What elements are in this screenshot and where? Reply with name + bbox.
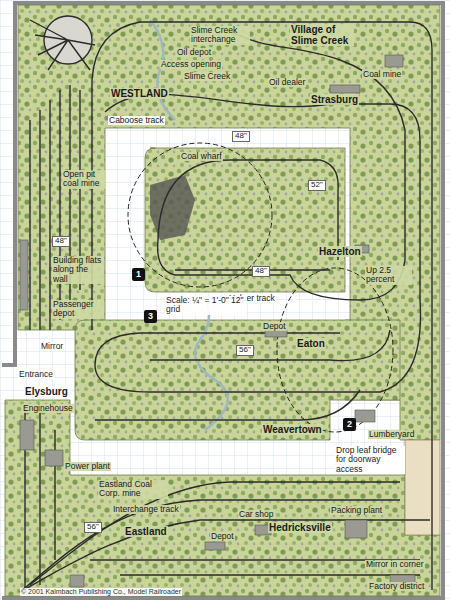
place-label: Mirror bbox=[40, 342, 64, 351]
place-label: Depot bbox=[210, 532, 235, 541]
dimension-label: 48" bbox=[232, 131, 250, 142]
place-label: Coal mine bbox=[362, 70, 402, 79]
callout-number: 3 bbox=[144, 310, 157, 323]
town-name: Hazelton bbox=[318, 246, 362, 257]
dimension-label: 56" bbox=[236, 345, 254, 356]
place-label: Drop leaf bridge for doorway access bbox=[335, 446, 405, 474]
dimension-label: 48" bbox=[252, 266, 270, 277]
town-name: Weavertown bbox=[262, 424, 323, 435]
town-name: Village of Slime Creek bbox=[290, 24, 354, 46]
place-label: Oil depot bbox=[176, 48, 212, 57]
place-label: Interchange track bbox=[112, 505, 180, 514]
place-label: Up 2.5 percent bbox=[365, 266, 412, 285]
place-label: Slime Creek bbox=[183, 72, 231, 81]
place-label: Depot bbox=[262, 322, 287, 331]
town-name: Hedricksville bbox=[268, 522, 332, 533]
place-label: Building flats along the wall bbox=[52, 256, 104, 284]
place-label: Car shop bbox=[238, 510, 275, 519]
place-label: Factory district bbox=[368, 582, 425, 591]
town-name: Strasburg bbox=[310, 94, 359, 105]
place-label: Scale: ¼" = 1'-0" 12" grid bbox=[165, 296, 247, 315]
place-label: Open pit coal mine bbox=[62, 170, 106, 189]
place-label: Access opening bbox=[160, 60, 222, 69]
place-label: Slime Creek interchange bbox=[190, 26, 250, 45]
place-label: Passenger depot bbox=[52, 300, 104, 319]
place-label: Entrance bbox=[18, 370, 54, 379]
callout-number: 1 bbox=[132, 268, 145, 281]
place-label: Oil dealer bbox=[268, 78, 306, 87]
dimension-label: 56" bbox=[84, 522, 102, 533]
dimension-label: 48" bbox=[52, 236, 70, 247]
place-label: Mirror in corner bbox=[365, 560, 425, 569]
town-name: Eaton bbox=[296, 338, 326, 349]
place-label: Lumberyard bbox=[368, 430, 415, 439]
place-label: Power plant bbox=[64, 462, 111, 471]
dimension-label: 52" bbox=[308, 180, 326, 191]
place-label: Coal wharf bbox=[180, 152, 223, 161]
place-label: Packing plant bbox=[330, 506, 383, 515]
place-label: Enginehouse bbox=[22, 404, 74, 413]
place-label: Eastland Coal Corp. mine bbox=[98, 480, 168, 499]
place-label: Caboose track bbox=[108, 116, 165, 125]
callout-number: 2 bbox=[343, 418, 356, 431]
town-name: Elysburg bbox=[24, 386, 69, 397]
town-name: Eastland bbox=[124, 526, 168, 537]
copyright-note: © 2001 Kalmbach Publishing Co., Model Ra… bbox=[20, 588, 182, 596]
town-name: WESTLAND bbox=[110, 88, 169, 99]
